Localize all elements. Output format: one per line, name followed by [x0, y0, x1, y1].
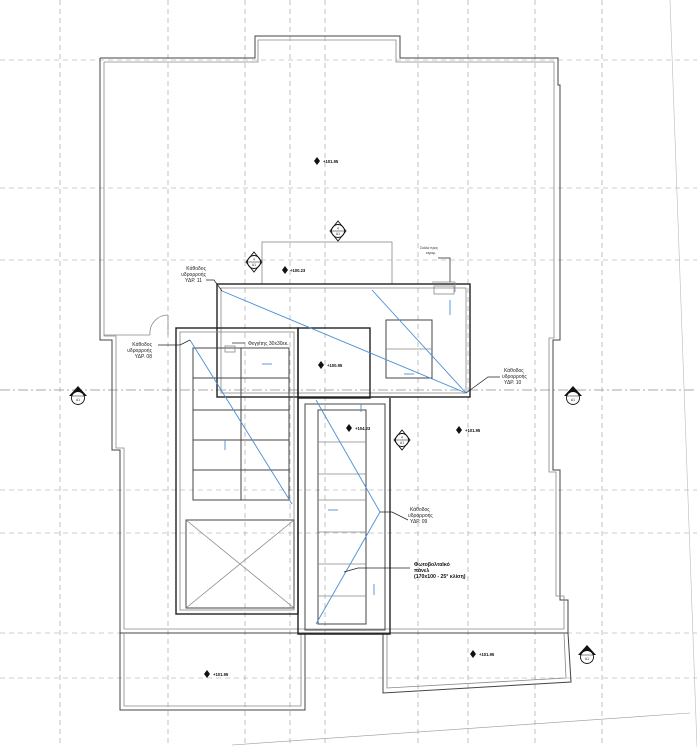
elevation-marker-roof-top: +101.95 — [314, 157, 339, 165]
section-number: 4 — [337, 227, 339, 231]
drain-line-1: Κάθοδος — [410, 506, 430, 513]
section-number: 4 — [401, 436, 403, 440]
upper-volume — [216, 241, 471, 398]
skylight-label: Φεγγίτης 30x30εκ. — [248, 341, 289, 347]
elevation-marker-mid-left: +100.23 — [282, 266, 306, 274]
drain-line-3: ΥΔΡ. 09 — [410, 519, 428, 525]
drain-line-2: υδρορροής — [127, 347, 152, 354]
sheet-number: Α1 — [336, 232, 340, 236]
drain-line-3: ΥΔΡ. 08 — [135, 354, 153, 360]
elevation-label: +101.95 — [213, 672, 229, 677]
roof-perimeter — [99, 35, 691, 746]
drain-line-1: Κάθοδος — [132, 341, 152, 348]
axis-mark-left: Α1 — [69, 386, 87, 405]
section-mark-left-upper: 4 Α1 — [245, 251, 263, 273]
axis-mark-right: Α1 — [564, 386, 582, 405]
pv-line-1: Φωτοβολταϊκό — [414, 562, 450, 568]
drain-line-2: υδρορροής — [502, 373, 527, 380]
section-mark-center-right: 4 Α1 — [393, 429, 411, 451]
axis-sheet: Α1 — [571, 398, 575, 402]
pv-panel-label: Φωτοβολταϊκό πάνελ (170x100 - 25° κλίση) — [414, 562, 466, 580]
roof-access-label-2: κεραμ. — [426, 251, 436, 255]
drain-label-ydr10: Κάθοδος υδρορροής ΥΔΡ. 10 — [502, 367, 527, 386]
elevation-label: +101.95 — [479, 652, 495, 657]
drain-line-2: υδρορροής — [408, 512, 433, 519]
sheet-number: Α1 — [252, 263, 256, 267]
drain-label-ydr09: Κάθοδος υδρορροής ΥΔΡ. 09 — [408, 506, 433, 525]
elevation-marker-right: +101.95 — [456, 426, 481, 434]
elevation-marker-bottom-right: +101.95 — [470, 650, 495, 658]
elevation-label: +101.95 — [465, 428, 481, 433]
elevation-label: +100.23 — [290, 268, 306, 273]
roof-access-label-1: Σκάλα προς — [420, 246, 438, 250]
axis-sheet: Α1 — [76, 398, 80, 402]
axis-mark-bottom-right: Α1 — [578, 645, 596, 664]
elevation-label: +101.95 — [323, 159, 339, 164]
elevation-marker-bottom-left: +101.95 — [204, 670, 229, 678]
drain-label-ydr11: Κάθοδος υδρορροής ΥΔΡ. 11 — [181, 265, 206, 284]
leaders — [158, 257, 500, 573]
drain-label-ydr08: Κάθοδος υδρορροής ΥΔΡ. 08 — [127, 341, 152, 360]
axis-sheet: Α1 — [585, 657, 589, 661]
pv-line-3: (170x100 - 25° κλίση) — [414, 574, 466, 580]
elevation-label: +104.23 — [355, 426, 371, 431]
center-core — [297, 327, 391, 635]
pv-line-2: πάνελ — [414, 568, 429, 574]
section-mark-top: 4 Α1 — [329, 220, 347, 242]
elevation-label: +100.95 — [327, 363, 343, 368]
sheet-number: Α1 — [400, 441, 404, 445]
slope-lines — [189, 289, 467, 625]
elevation-marker-core: +100.95 — [318, 361, 343, 369]
left-core — [175, 327, 299, 615]
drain-line-1: Κάθοδος — [504, 367, 524, 374]
drain-line-3: ΥΔΡ. 10 — [504, 380, 522, 386]
drain-line-1: Κάθοδος — [186, 265, 206, 272]
section-number: 4 — [253, 258, 255, 262]
elevation-marker-stair: +104.23 — [346, 424, 371, 432]
drain-line-2: υδρορροής — [181, 271, 206, 278]
drain-line-3: ΥΔΡ. 11 — [185, 278, 202, 284]
